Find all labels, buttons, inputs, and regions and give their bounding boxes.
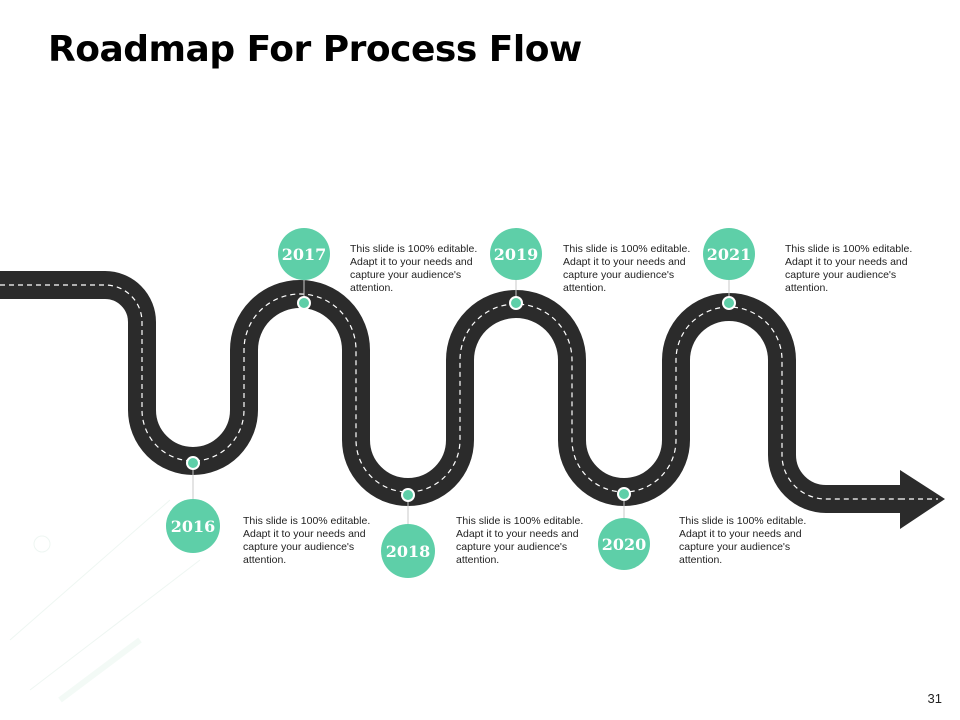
year-label-2019: 2019 [494,245,539,264]
year-label-2017: 2017 [282,245,327,264]
milestone-2021-badge: 2021 [703,228,755,280]
milestone-2019-badge: 2019 [490,228,542,280]
year-label-2021: 2021 [707,245,752,264]
milestone-2020-badge: 2020 [598,518,650,570]
road-node-2017 [297,296,311,310]
milestone-2020-description: This slide is 100% editable. Adapt it to… [679,515,807,566]
road-node-2019 [509,296,523,310]
background-decoration [9,499,201,703]
year-label-2016: 2016 [171,517,216,536]
road-node-2021 [722,296,736,310]
milestone-2016-badge: 2016 [166,499,220,553]
page-title: Roadmap For Process Flow [48,29,582,70]
milestone-2017-badge: 2017 [278,228,330,280]
page-number: 31 [927,691,942,706]
road-center-line [0,284,935,500]
road-path [0,271,905,513]
milestone-2016-description: This slide is 100% editable. Adapt it to… [243,515,371,566]
milestone-2017-description: This slide is 100% editable. Adapt it to… [350,243,478,294]
year-label-2018: 2018 [386,542,431,561]
milestone-2021-description: This slide is 100% editable. Adapt it to… [785,243,913,294]
year-label-2020: 2020 [602,535,647,554]
road-node-2018 [401,488,415,502]
milestone-2018-badge: 2018 [381,524,435,578]
road-node-2020 [617,487,631,501]
milestone-2018-description: This slide is 100% editable. Adapt it to… [456,515,584,566]
road-node-2016 [186,456,200,470]
milestone-2019-description: This slide is 100% editable. Adapt it to… [563,243,691,294]
